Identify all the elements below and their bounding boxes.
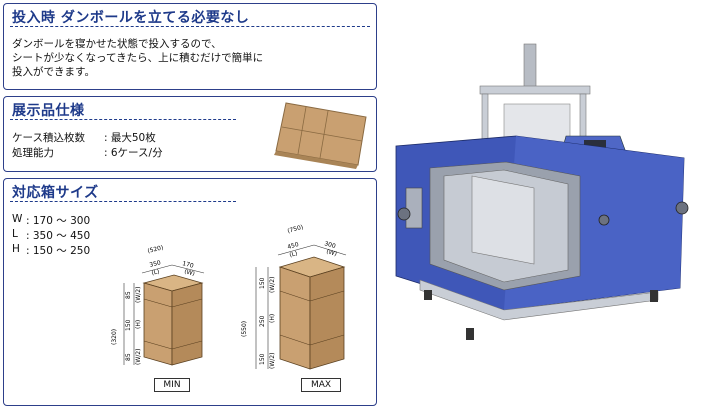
panel-loading: 投入時 ダンボールを立てる必要なし ダンボールを寝かせた状態で投入するので、 シ…	[3, 3, 377, 90]
spec-value-capacity: : 最大50枚	[104, 132, 156, 144]
max-l-tag: (L)	[289, 250, 299, 259]
max-label: MAX	[301, 378, 341, 392]
min-mid-tag: (H)	[135, 320, 142, 329]
max-mid-tag: (H)	[269, 314, 276, 323]
max-upper: 150	[259, 277, 266, 289]
size-range-w: : 170 〜 300	[26, 215, 91, 227]
min-w-tag: (W)	[184, 268, 196, 277]
max-w-tag: (W)	[325, 248, 337, 258]
min-upper-tag: (W/2)	[135, 287, 142, 303]
max-h-total: (550)	[241, 321, 248, 337]
title-divider	[10, 201, 236, 202]
min-lower: 85	[125, 353, 132, 361]
max-top-total: (750)	[287, 224, 304, 235]
size-axis-w: W	[12, 213, 23, 225]
max-mid: 250	[259, 315, 266, 327]
min-label: MIN	[154, 378, 190, 392]
size-range-l: : 350 〜 450	[26, 230, 91, 242]
panel-loading-line-3: 投入ができます。	[12, 66, 95, 78]
panel-box-sizes: 対応箱サイズ W : 170 〜 300 L : 350 〜 450 H : 1…	[3, 178, 377, 406]
min-h-total: (320)	[111, 329, 118, 345]
min-box-diagram: (520) 350 (L) 170 (W) (320) 85 (W/2) 150…	[111, 244, 205, 366]
size-axis-l: L	[12, 228, 18, 240]
panel-loading-line-1: ダンボールを寝かせた状態で投入するので、	[12, 38, 222, 50]
title-divider	[10, 26, 370, 27]
max-box-diagram: (750) 450 (L) 300 (W) (550) 150 (W/2) 25…	[241, 224, 347, 370]
min-w-value: 170	[182, 260, 195, 270]
spec-label-capacity: ケース積込枚数	[12, 132, 85, 144]
spec-label-throughput: 処理能力	[12, 147, 54, 159]
min-top-total: (520)	[147, 244, 164, 255]
min-lower-tag: (W/2)	[135, 349, 142, 365]
max-lower: 150	[259, 353, 266, 365]
size-range-h: : 150 〜 250	[26, 245, 91, 257]
min-l-tag: (L)	[151, 268, 160, 277]
min-upper: 85	[125, 291, 132, 299]
machine-photo	[395, 43, 689, 340]
panel-specs-title: 展示品仕様	[12, 103, 85, 119]
max-lower-tag: (W/2)	[269, 353, 276, 369]
min-mid: 150	[125, 319, 132, 331]
max-w-value: 300	[323, 240, 336, 250]
spec-value-throughput: : 6ケース/分	[104, 147, 163, 159]
title-divider	[10, 119, 236, 120]
panel-loading-title: 投入時 ダンボールを立てる必要なし	[12, 10, 250, 26]
max-upper-tag: (W/2)	[269, 277, 276, 293]
max-l-value: 450	[287, 241, 300, 251]
size-axis-h: H	[12, 243, 20, 255]
panel-specs: 展示品仕様 ケース積込枚数 : 最大50枚 処理能力 : 6ケース/分	[3, 96, 377, 172]
panel-box-sizes-title: 対応箱サイズ	[12, 185, 99, 201]
flat-carton-illustration	[274, 102, 367, 169]
panel-loading-line-2: シートが少なくなってきたら、上に積むだけで簡単に	[12, 52, 264, 64]
min-l-value: 350	[149, 259, 162, 269]
